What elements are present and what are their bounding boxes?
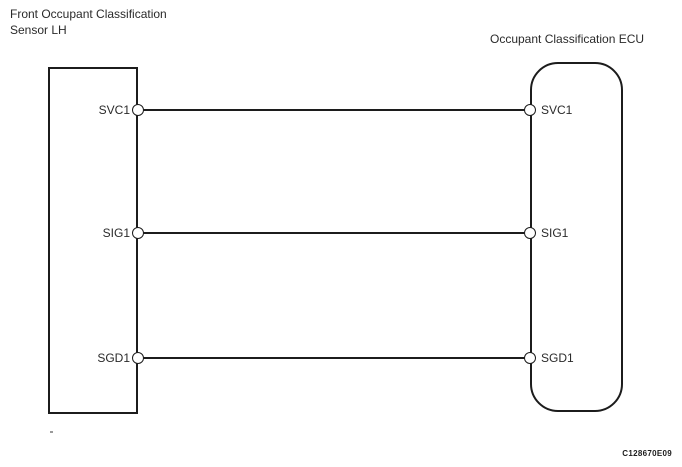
sensor-box (48, 67, 138, 414)
pin-label-sensor-sgd1: SGD1 (97, 351, 130, 365)
wire-svc1 (138, 109, 530, 111)
left-component-title: Front Occupant Classification Sensor LH (10, 6, 167, 38)
pin-label-ecu-svc1: SVC1 (541, 103, 573, 117)
print-speck (50, 431, 53, 433)
terminal-ecu-svc1 (524, 104, 536, 116)
wire-sig1 (138, 232, 530, 234)
left-component-title-line2: Sensor LH (10, 23, 67, 37)
pin-label-ecu-sgd1: SGD1 (541, 351, 574, 365)
terminal-sensor-sig1 (132, 227, 144, 239)
terminal-ecu-sig1 (524, 227, 536, 239)
pin-label-sensor-svc1: SVC1 (98, 103, 130, 117)
pin-label-sensor-sig1: SIG1 (102, 226, 130, 240)
right-component-title: Occupant Classification ECU (490, 32, 645, 46)
terminal-ecu-sgd1 (524, 352, 536, 364)
pin-label-ecu-sig1: SIG1 (541, 226, 569, 240)
wire-sgd1 (138, 357, 530, 359)
terminal-sensor-sgd1 (132, 352, 144, 364)
left-component-title-line1: Front Occupant Classification (10, 7, 167, 21)
terminal-sensor-svc1 (132, 104, 144, 116)
figure-code: C128670E09 (622, 449, 672, 458)
